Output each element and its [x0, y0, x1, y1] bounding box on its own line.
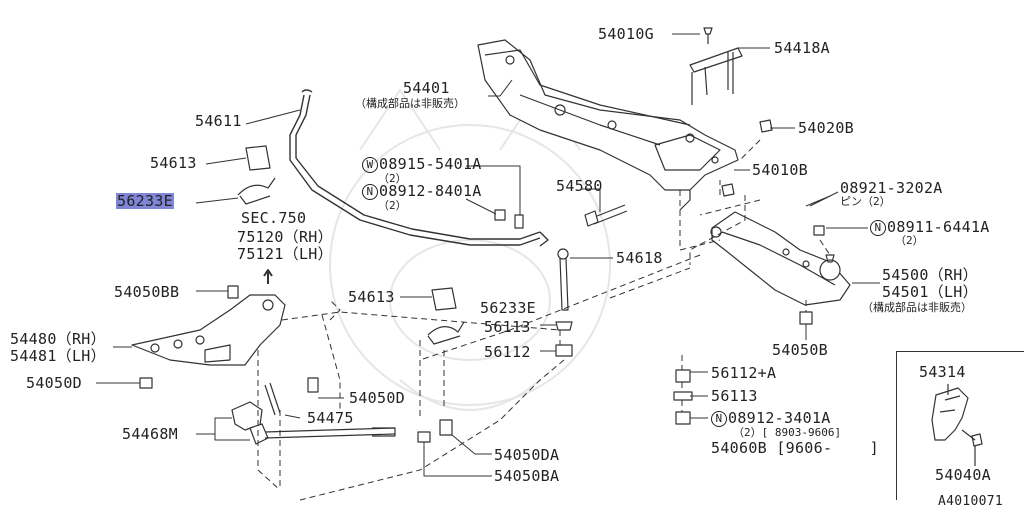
bolt-shape [584, 204, 628, 227]
front-crossmember-shape [477, 39, 739, 211]
part-label-54480[interactable]: 54480（RH） [10, 330, 106, 348]
part-label-56112A[interactable]: 56112+A [711, 364, 777, 382]
part-label-75120[interactable]: 75120（RH） [237, 228, 333, 246]
part-label-54613-lower[interactable]: 54613 [348, 288, 395, 306]
inset-bracket-shape [931, 384, 983, 466]
circled-n-icon: N [362, 184, 378, 200]
part-label-54580[interactable]: 54580 [556, 177, 603, 195]
part-sub-08912b: （2）[ 8903-9606] [733, 426, 842, 439]
bushing-shapes [237, 145, 465, 345]
lower-control-arm-shape [710, 211, 851, 306]
tension-rod-bracket-shape [131, 269, 286, 416]
part-sub-08921: ピン（2） [840, 195, 891, 208]
diagram-code: A4010071 [938, 494, 1004, 509]
part-label-75121[interactable]: 75121（LH） [237, 245, 333, 263]
part-label-56113-upper[interactable]: 56113 [484, 318, 531, 336]
part-label-54481[interactable]: 54481（LH） [10, 347, 106, 365]
part-label-54010B[interactable]: 54010B [752, 161, 808, 179]
part-label-54475[interactable]: 54475 [307, 409, 354, 427]
part-label-56233E-highlighted[interactable]: 56233E [116, 192, 174, 210]
part-label-08911-text: 08911-6441A [887, 218, 990, 236]
part-label-54611[interactable]: 54611 [195, 112, 242, 130]
part-label-54020B[interactable]: 54020B [798, 119, 854, 137]
section-ref-sec750[interactable]: SEC.750 [241, 209, 307, 227]
part-label-56233E-lower[interactable]: 56233E [480, 299, 536, 317]
part-label-54050D-left[interactable]: 54050D [26, 374, 82, 392]
tension-rod-shape [231, 401, 396, 445]
part-label-54314[interactable]: 54314 [919, 363, 966, 381]
fastener-shapes [139, 27, 831, 443]
part-sub-08912a: （2） [378, 199, 407, 212]
part-label-54613-upper[interactable]: 54613 [150, 154, 197, 172]
stabilizer-link-shape [555, 248, 573, 357]
part-label-54050BA[interactable]: 54050BA [494, 467, 560, 485]
part-note-54401: （構成部品は非販売） [355, 97, 465, 110]
part-label-54401[interactable]: 54401 [403, 79, 450, 97]
dashed-leaders [257, 139, 831, 501]
part-label-08912b-text: 08912-3401A [728, 409, 831, 427]
part-label-54418A[interactable]: 54418A [774, 39, 830, 57]
part-label-54050BB[interactable]: 54050BB [114, 283, 180, 301]
circled-w-icon: W [362, 157, 378, 173]
part-label-56112[interactable]: 56112 [484, 343, 531, 361]
leader-lines [96, 33, 880, 477]
inset-frame [896, 351, 1024, 500]
part-label-08915-text: 08915-5401A [379, 155, 482, 173]
part-label-54040A[interactable]: 54040A [935, 466, 991, 484]
part-label-54500[interactable]: 54500（RH） [882, 266, 978, 284]
part-label-56113-lower[interactable]: 56113 [711, 387, 758, 405]
bracket-shape [689, 47, 743, 105]
stabilizer-bar-shape [289, 89, 549, 247]
circled-n-icon: N [870, 220, 886, 236]
part-label-54501[interactable]: 54501（LH） [882, 283, 978, 301]
part-sub-08915: （2） [378, 172, 407, 185]
part-label-08912a-text: 08912-8401A [379, 182, 482, 200]
part-label-08921-3202A[interactable]: 08921-3202A [840, 179, 943, 197]
part-label-54050B[interactable]: 54050B [772, 341, 828, 359]
part-label-54618[interactable]: 54618 [616, 249, 663, 267]
part-label-54050D-mid[interactable]: 54050D [349, 389, 405, 407]
part-label-54050DA[interactable]: 54050DA [494, 446, 560, 464]
circled-n-icon: N [711, 411, 727, 427]
part-label-54468M[interactable]: 54468M [122, 425, 178, 443]
part-note-54500: （構成部品は非販売） [862, 301, 972, 314]
part-label-54060B[interactable]: 54060B [9606- ] [711, 439, 879, 457]
part-sub-08911: （2） [895, 234, 924, 247]
part-label-54010G[interactable]: 54010G [598, 25, 654, 43]
